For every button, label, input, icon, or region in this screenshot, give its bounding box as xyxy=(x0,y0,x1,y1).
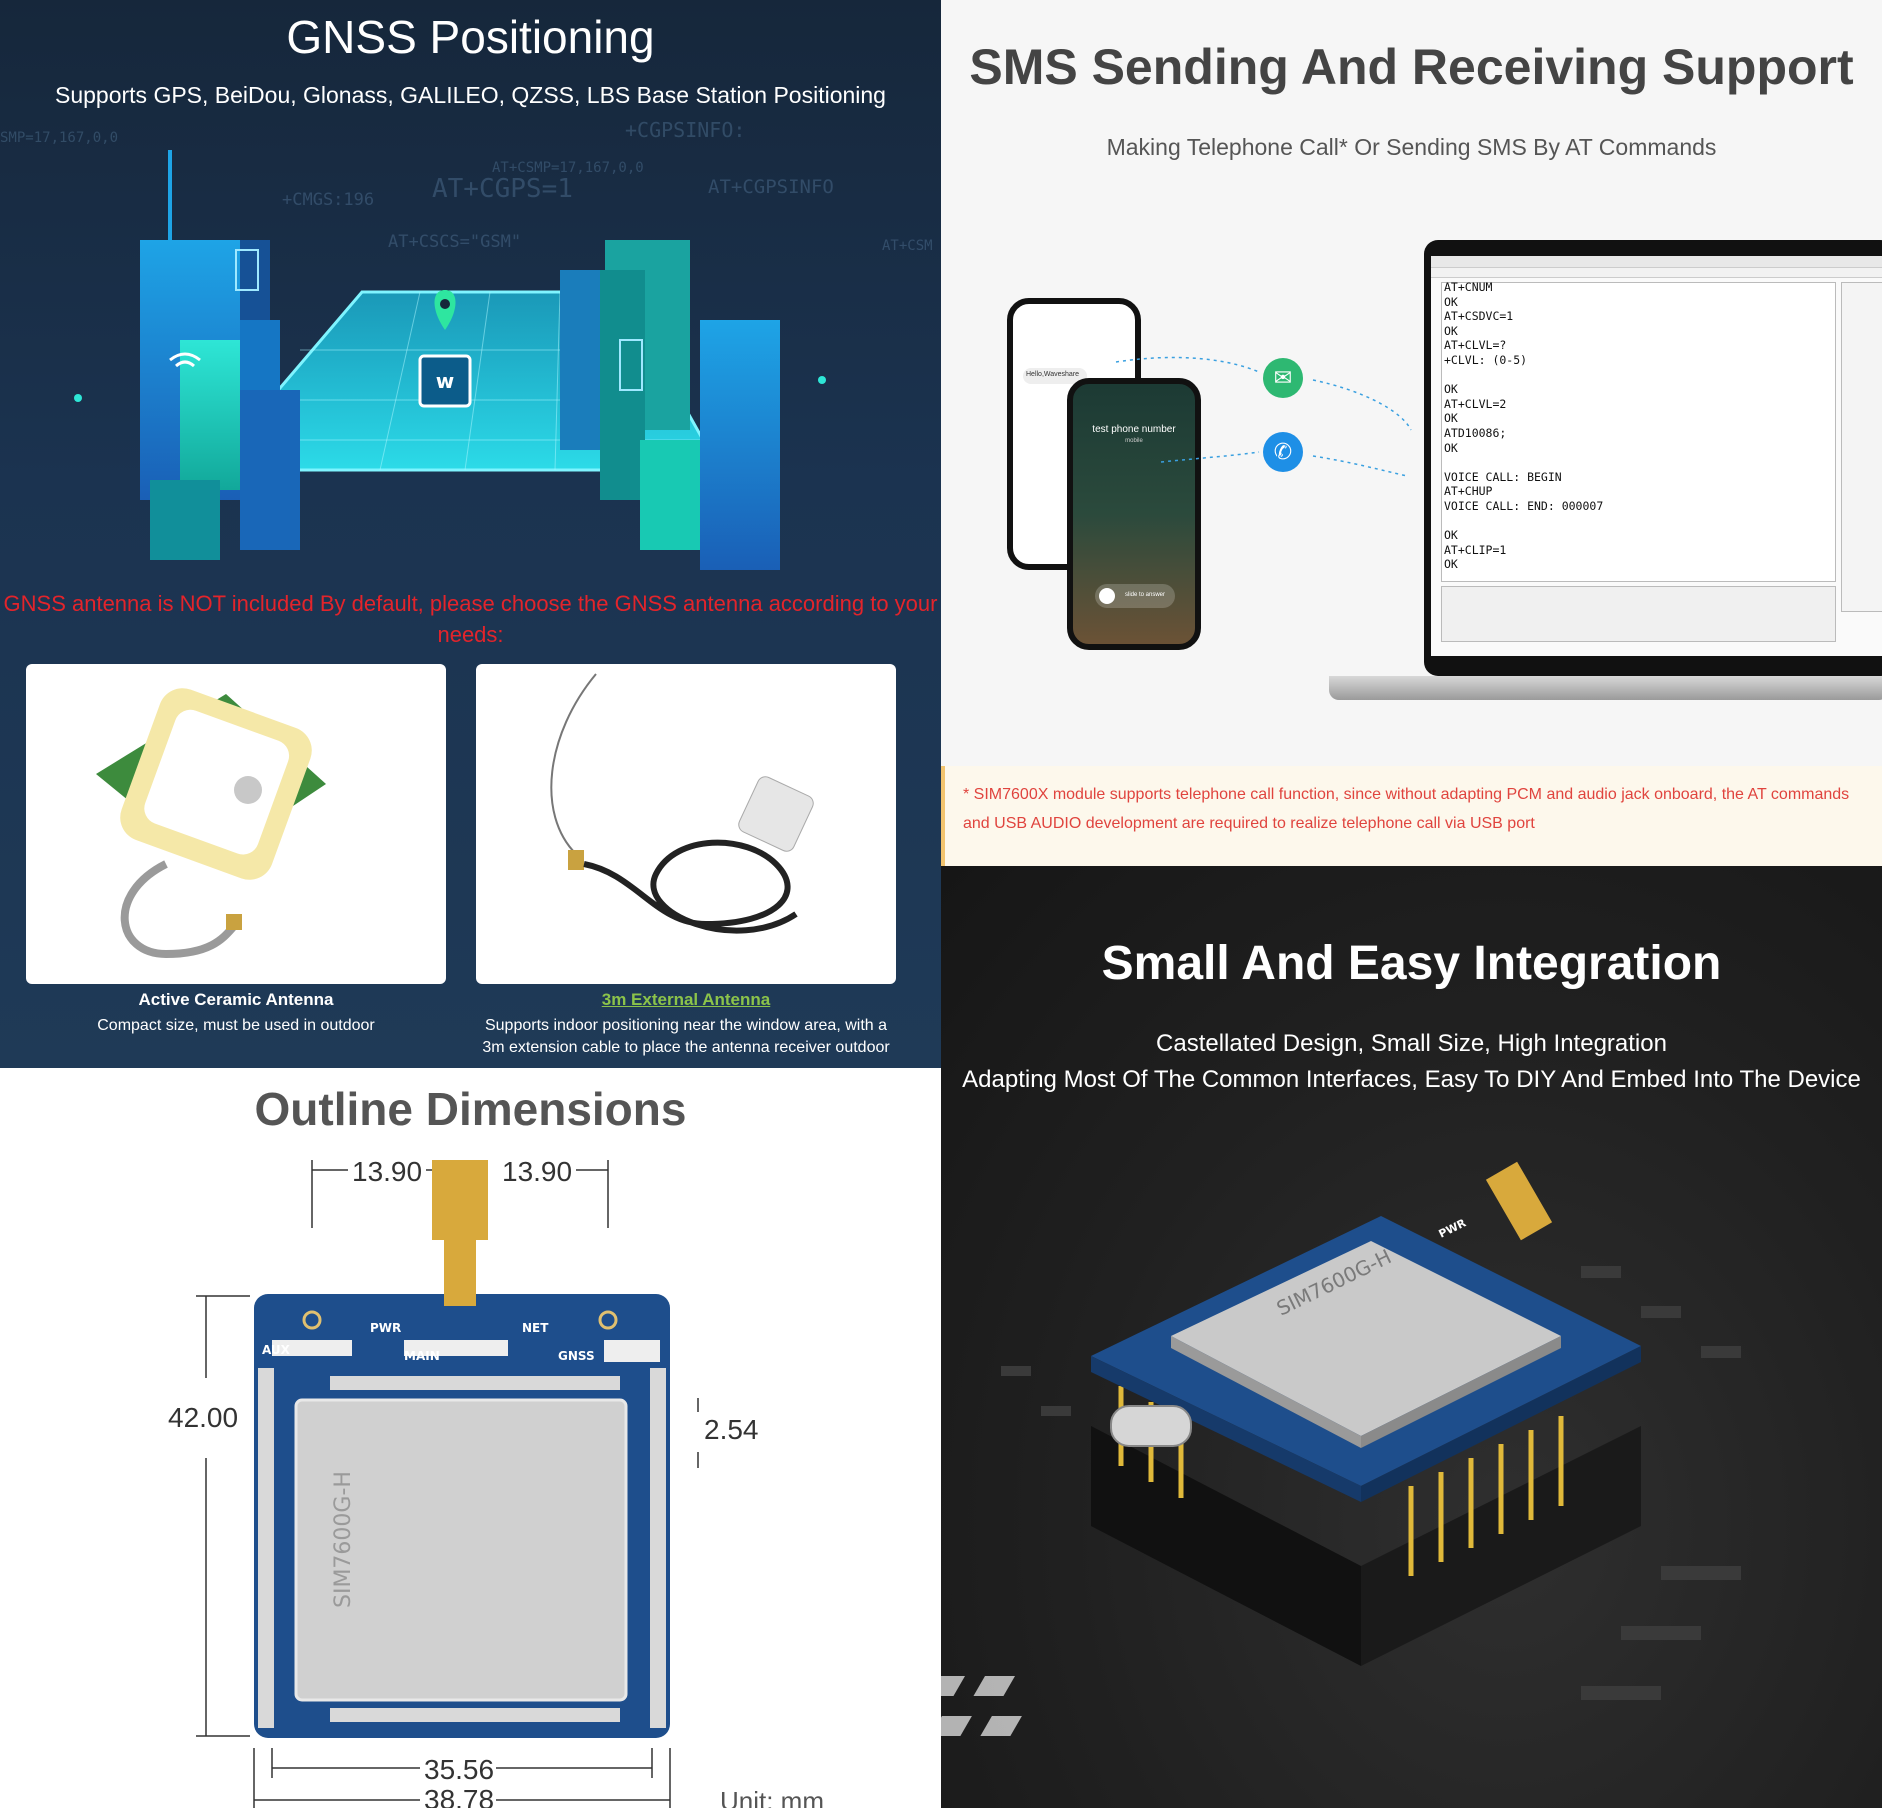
outline-drawing: AUX PWR MAIN NET GNSS SIM7600G-H xyxy=(196,1160,699,1808)
gnss-title: GNSS Positioning xyxy=(286,11,655,63)
dim-inner-width: 35.56 xyxy=(424,1754,495,1785)
gnss-section: GNSS Positioning Supports GPS, BeiDou, G… xyxy=(0,0,941,1068)
dim-pitch: 2.54 xyxy=(704,1414,759,1445)
wifi-icon xyxy=(169,352,201,368)
sms-subtitle: Making Telephone Call* Or Sending SMS By… xyxy=(1106,134,1717,160)
bg-command: AT+CGPSINFO xyxy=(708,176,834,198)
aux-label: AUX xyxy=(262,1343,291,1357)
gnss-antenna-warning: GNSS antenna is NOT included By default,… xyxy=(3,591,938,647)
dim-top-left: 13.90 xyxy=(352,1156,423,1187)
caller-name: test phone number xyxy=(1092,424,1176,435)
gnss-label: GNSS xyxy=(558,1349,595,1363)
connection-lines xyxy=(1115,356,1412,477)
message-bubble: Hello,Waveshare xyxy=(1023,368,1087,384)
bg-command: AT+CSM xyxy=(882,238,933,254)
bg-command: AT+CGPS=1 xyxy=(432,174,573,204)
note-line: * SIM7600X module supports telephone cal… xyxy=(963,786,1850,803)
desc-line: 3m extension cable to place the antenna … xyxy=(482,1039,890,1056)
phone-icon: ✆ xyxy=(1263,432,1303,472)
integration-subtitle-1: Castellated Design, Small Size, High Int… xyxy=(1156,1030,1667,1057)
main-label: MAIN xyxy=(404,1349,440,1363)
phone-call: test phone number mobile slide to answer xyxy=(1067,378,1201,650)
bg-command: +CGPSINFO: xyxy=(625,118,746,142)
terminal-output: AT+CNUM OK AT+CSDVC=1 OK AT+CLVL=? +CLVL… xyxy=(1444,280,1604,572)
bg-command: SMP=17,167,0,0 xyxy=(0,130,119,146)
answer-handle[interactable] xyxy=(1099,588,1115,604)
integration-subtitle-2: Adapting Most Of The Common Interfaces, … xyxy=(962,1066,1861,1093)
dimensions-title: Outline Dimensions xyxy=(254,1083,687,1135)
module-label: SIM7600G-H xyxy=(331,1471,356,1608)
gnss-subtitle: Supports GPS, BeiDou, Glonass, GALILEO, … xyxy=(55,82,886,108)
board-3d-illustration: SIM7600G-H PWR xyxy=(941,1161,1741,1736)
sms-title: SMS Sending And Receiving Support xyxy=(969,39,1854,95)
dim-top-right: 13.90 xyxy=(502,1156,573,1187)
active-ceramic-antenna-image xyxy=(26,664,446,984)
pwr-label-3d: PWR xyxy=(1437,1216,1469,1240)
serial-terminal-window xyxy=(1431,256,1882,656)
sms-note: * SIM7600X module supports telephone cal… xyxy=(941,766,1882,866)
integration-title: Small And Easy Integration xyxy=(1101,937,1722,990)
dim-outer-width: 38.78 xyxy=(424,1784,495,1808)
sms-section: SMS Sending And Receiving Support Making… xyxy=(941,0,1882,866)
dim-height: 42.00 xyxy=(168,1402,239,1433)
pwr-label: PWR xyxy=(370,1321,401,1335)
waveshare-chip-icon xyxy=(418,354,472,408)
caller-sub: mobile xyxy=(1125,438,1143,444)
svg-text:w: w xyxy=(436,369,454,393)
bg-command: +CMGS:196 xyxy=(282,190,375,210)
external-antenna-image xyxy=(476,664,896,984)
bg-command: AT+CSMP=17,167,0,0 xyxy=(492,160,644,176)
external-antenna-link[interactable]: 3m External Antenna xyxy=(601,990,771,1009)
gnss-city-illustration: w xyxy=(74,150,826,570)
chart-icon xyxy=(235,249,259,291)
location-pin-icon xyxy=(434,290,456,330)
desc-line: Supports indoor positioning near the win… xyxy=(484,1017,888,1034)
bg-command: AT+CSCS="GSM" xyxy=(388,232,522,252)
note-line: and USB AUDIO development are required t… xyxy=(963,815,1535,832)
unit-label: Unit: mm xyxy=(720,1786,824,1808)
active-ceramic-antenna-desc: Compact size, must be used in outdoor xyxy=(97,1017,375,1034)
message-icon: ✉ xyxy=(1263,358,1303,398)
dimensions-section: Outline Dimensions AUX PWR MAI xyxy=(0,1068,941,1808)
net-label: NET xyxy=(522,1321,549,1335)
external-antenna-desc: Supports indoor positioning near the win… xyxy=(456,1015,916,1059)
chart-icon xyxy=(619,339,643,391)
active-ceramic-antenna-title: Active Ceramic Antenna xyxy=(138,990,334,1009)
laptop-base xyxy=(1329,676,1882,700)
integration-section: Small And Easy Integration Castellated D… xyxy=(941,866,1882,1808)
